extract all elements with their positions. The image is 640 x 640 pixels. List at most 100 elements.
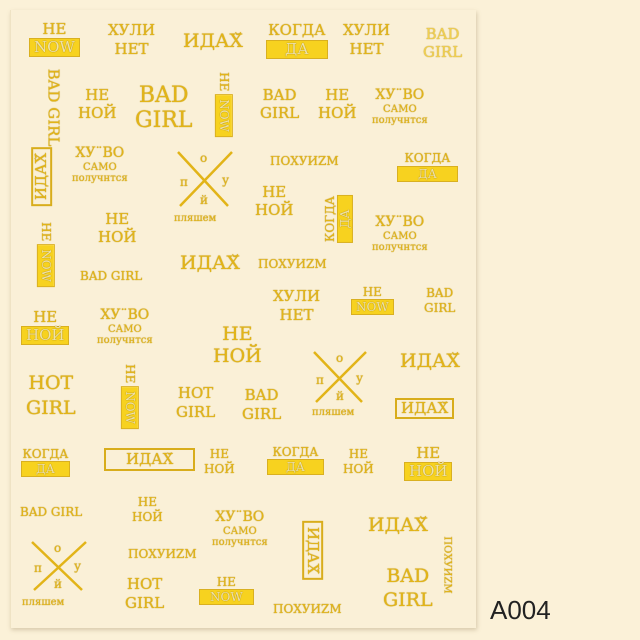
sticker-kogda-da-vertical: КОГДА ДА [322, 196, 352, 242]
sticker-kogda-da-2: КОГДА ДА [398, 152, 457, 181]
sticker-text: GIRL [383, 589, 433, 611]
sticker-text: пляшем [174, 213, 217, 224]
sticker-ne-now: НЕ NOW [30, 22, 79, 56]
sticker-text: о [200, 151, 208, 165]
cross-icon [313, 351, 367, 403]
sticker-idi-nakh-4: ИДАХ̆ [368, 514, 428, 536]
sticker-khuevo-4: ХУ¨ВО САМО получнтся [97, 308, 153, 346]
sticker-text: НЕ [33, 308, 58, 326]
sticker-pokhuizm-4: ПОХУИZМ [273, 602, 342, 616]
sticker-text: НЕ [222, 323, 253, 345]
sticker-text: BAD [138, 83, 189, 108]
sticker-text: КОГДА [322, 196, 337, 242]
sticker-text: НЕ [348, 447, 368, 461]
sticker-text: НЕТ [279, 306, 314, 324]
sticker-text: НЕ [85, 86, 110, 104]
sticker-kogda-da-3: КОГДА ДА [22, 448, 69, 476]
sticker-text: НЕ [137, 495, 157, 509]
sticker-ne-noy-8: НЕ НОЙ [132, 496, 163, 523]
sticker-text: САМО [107, 324, 142, 335]
sticker-ne-now-2: НЕ NOW [352, 286, 393, 314]
sticker-ne-noy-boxed-2: НЕ НОЙ [405, 444, 452, 480]
sticker-text: BAD [425, 25, 460, 43]
sticker-ne-noy-6: НЕ НОЙ [204, 448, 235, 475]
sticker-text: ХУ¨ВО [215, 509, 265, 525]
sticker-pokhuizm-3: ПОХУИZМ [128, 547, 197, 561]
sticker-ne-noy-5: НЕ НОЙ [213, 325, 262, 366]
sticker-pokhuizm: ПОХУИZМ [270, 154, 339, 168]
sticker-text: GIRL [44, 107, 63, 147]
sticker-text: НОЙ [405, 463, 452, 480]
sticker-ne-now-vertical-3: НЕ NOW [121, 364, 138, 428]
sticker-ne-now-vertical-2: НЕ NOW [37, 222, 54, 286]
sticker-text: САМО [382, 231, 417, 242]
sticker-idi-nakh-framed: ИДАХ̆ [395, 398, 455, 419]
sticker-text: NOW [37, 245, 54, 286]
sticker-ne-noy-3: НЕ НОЙ [255, 185, 293, 218]
sticker-ne-now-vertical: НЕ NOW [215, 72, 232, 136]
sticker-text: получнтся [72, 173, 128, 184]
sticker-bad-girl-5: BAD GIRL [383, 567, 433, 610]
sticker-text: BAD [386, 565, 430, 587]
sticker-kogda-da: КОГДА ДА [267, 23, 327, 58]
sticker-text: GIRL [260, 104, 300, 122]
sticker-text: ХУ¨ВО [75, 145, 125, 161]
sticker-text: НОЙ [132, 510, 163, 524]
sticker-idi-nakh-framed-vertical-2: ИДАХ̆ [302, 520, 324, 581]
sticker-text: КОГДА [272, 445, 319, 459]
sticker-idi-nakh-3: ИДАХ̆ [400, 350, 460, 372]
product-code: A004 [490, 595, 551, 625]
sticker-khuli-net: ХУЛИ НЕТ [108, 23, 155, 57]
sticker-text: НЕ [122, 364, 137, 384]
sticker-text: получнтся [97, 335, 153, 346]
sticker-text: GIRL [125, 594, 165, 612]
sticker-text: САМО [222, 526, 257, 537]
sticker-text: НЕ [416, 444, 441, 462]
sticker-text: й [200, 193, 208, 207]
sticker-text: ХУ¨ВО [375, 214, 425, 230]
sticker-text: GIRL [423, 43, 463, 61]
sticker-text: HOT [177, 384, 214, 402]
sticker-text: GIRL [26, 397, 76, 419]
sticker-ne-noy-2: НЕ НОЙ [318, 88, 356, 121]
sticker-text: ХУ¨ВО [375, 87, 425, 103]
sticker-text: НЕ [362, 285, 382, 299]
sticker-hot-girl-3: HOT GIRL [125, 577, 164, 611]
sticker-hot-girl-2: HOT GIRL [176, 386, 215, 420]
sticker-text: НЕ [216, 72, 231, 92]
sticker-text: HOT [28, 372, 74, 394]
sticker-text: НЕ [38, 222, 53, 242]
sticker-text: GIRL [176, 403, 216, 421]
sticker-text: ДА [22, 462, 69, 476]
sticker-pokhuizm-vertical: ПОХУИZМ [441, 536, 453, 594]
sticker-text: п [34, 561, 42, 575]
sticker-text: КОГДА [268, 21, 326, 39]
sticker-text: BAD [244, 386, 279, 404]
sticker-khuli-net-2: ХУЛИ НЕТ [343, 23, 390, 57]
sticker-text: НОЙ [22, 327, 69, 344]
sticker-text: NOW [215, 95, 232, 136]
sticker-text: GIRL [242, 405, 282, 423]
sticker-text: HOT [126, 575, 163, 593]
sticker-text: у [74, 559, 82, 573]
sticker-text: НЕ [209, 447, 229, 461]
sticker-text: САМО [382, 104, 417, 115]
sticker-bad-girl-2: BAD GIRL [260, 88, 299, 121]
sticker-text: НЕ [216, 575, 236, 589]
sticker-text: НЕ [325, 86, 350, 104]
sticker-text: ДА [337, 196, 352, 242]
sticker-text: NOW [121, 387, 138, 428]
sticker-text: у [222, 173, 230, 187]
sticker-text: НОЙ [78, 104, 117, 122]
sticker-text: BAD [262, 86, 297, 104]
sticker-text: ДА [398, 167, 457, 181]
sticker-text: о [336, 351, 344, 365]
sticker-khuevo: ХУ¨ВО САМО получнтся [372, 88, 428, 126]
sticker-text: о [54, 541, 62, 555]
sticker-poy-plyashem-2: о п у й пляшем [308, 348, 388, 428]
sticker-idi-nakh-framed-2: ИДАХ̆ [104, 448, 196, 471]
sticker-text: получнтся [372, 115, 428, 126]
sticker-text: п [180, 175, 188, 189]
sticker-bad-girl: BAD GIRL [423, 27, 462, 60]
sticker-text: НОЙ [213, 345, 262, 367]
